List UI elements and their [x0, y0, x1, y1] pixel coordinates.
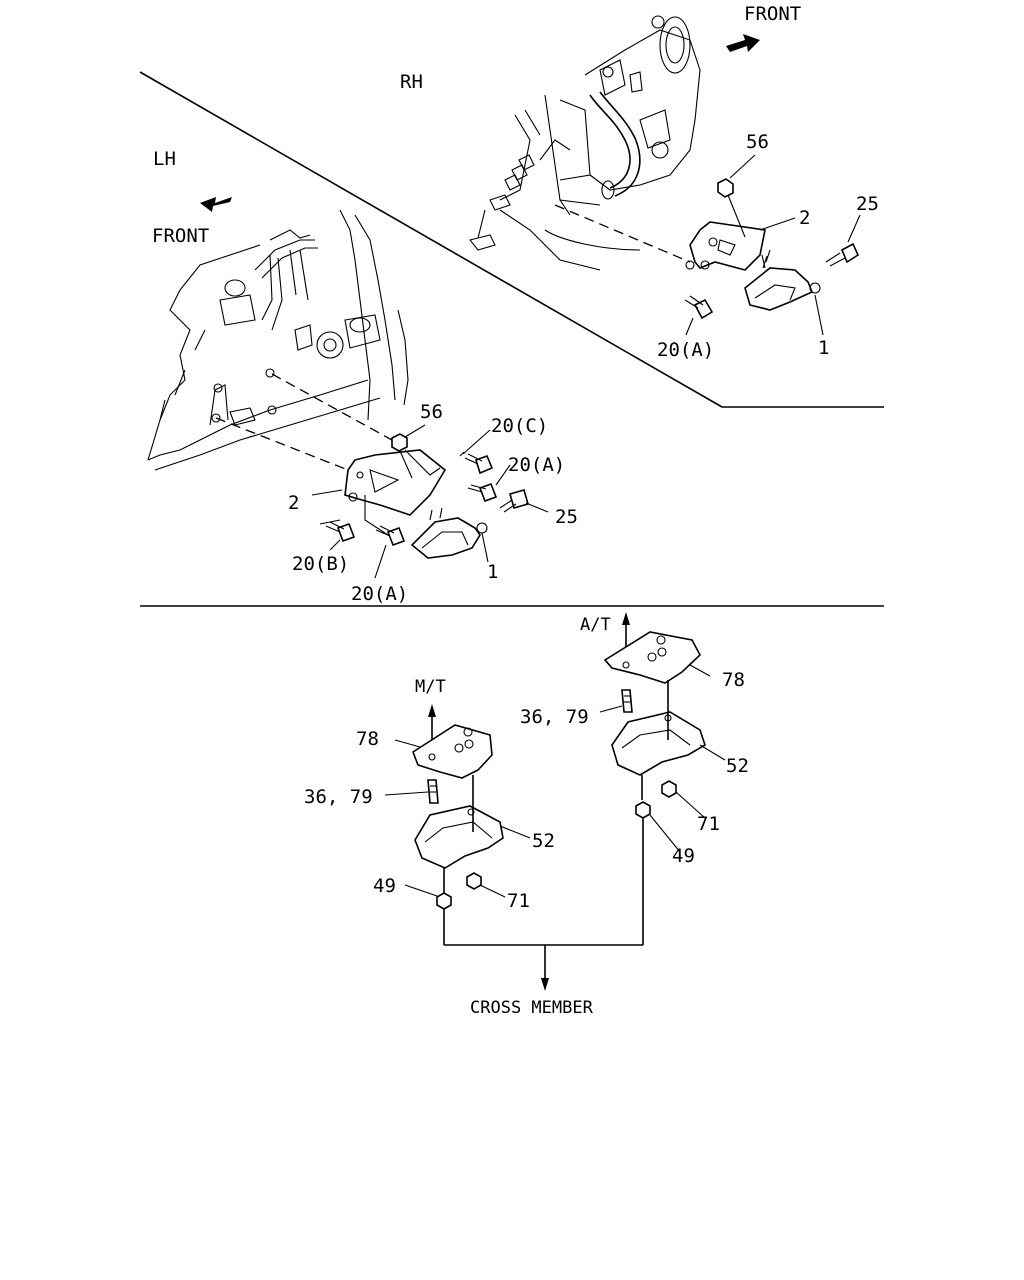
- label-mt: M/T: [415, 677, 446, 697]
- label-rh-25: 25: [856, 193, 879, 215]
- rh-mount-part-1: [744, 249, 821, 311]
- label-lh-20a-upper: 20(A): [508, 454, 565, 476]
- label-lh-20b: 20(B): [292, 553, 349, 575]
- label-lh-20c: 20(C): [491, 415, 548, 437]
- label-lh: LH: [153, 148, 176, 170]
- section-dividers: [139, 71, 884, 607]
- lh-bolt-20b: [325, 521, 356, 543]
- rh-bolt-25: [825, 242, 860, 267]
- label-rh: RH: [400, 71, 423, 93]
- lh-bolt-20a-upper: [467, 482, 498, 503]
- label-at: A/T: [580, 615, 611, 635]
- lh-bolt-25: [499, 489, 529, 513]
- label-front-lh: FRONT: [152, 225, 209, 247]
- lh-bracket-part-2: [344, 449, 447, 516]
- label-rh-56: 56: [746, 131, 769, 153]
- label-at-78: 78: [722, 669, 745, 691]
- label-lh-20a-lower: 20(A): [351, 583, 408, 605]
- label-lh-56: 56: [420, 401, 443, 423]
- label-lh-2: 2: [288, 492, 299, 514]
- label-mt-71: 71: [507, 890, 530, 912]
- label-at-71: 71: [697, 813, 720, 835]
- label-mt-49: 49: [373, 875, 396, 897]
- rh-engine-sketch: [469, 15, 701, 271]
- label-at-49: 49: [672, 845, 695, 867]
- lh-leader-lines: [215, 373, 549, 579]
- rh-leader-lines: [554, 154, 861, 336]
- rh-bolt-20a: [684, 295, 714, 320]
- lh-bolt-20c: [464, 453, 494, 475]
- label-cross-member: CROSS MEMBER: [470, 998, 594, 1018]
- label-mt-52: 52: [532, 830, 555, 852]
- label-at-36-79: 36, 79: [520, 706, 589, 728]
- front-arrow-icon-rh: [726, 34, 760, 52]
- rh-nut-56: [717, 178, 734, 198]
- label-mt-78: 78: [356, 728, 379, 750]
- lh-mount-part-1: [410, 507, 488, 559]
- label-rh-1: 1: [818, 337, 829, 359]
- label-lh-25: 25: [555, 506, 578, 528]
- at-mount-group: [603, 612, 706, 819]
- labels: FRONT RH LH FRONT 56 2 25 20(A) 1 56 20(…: [152, 3, 879, 1018]
- lh-bolt-20a-lower: [375, 525, 406, 547]
- label-mt-36-79: 36, 79: [304, 786, 373, 808]
- lh-engine-sketch: [147, 209, 409, 471]
- label-lh-1: 1: [487, 561, 498, 583]
- front-arrow-icon-lh: [200, 197, 232, 212]
- label-at-52: 52: [726, 755, 749, 777]
- label-rh-2: 2: [799, 207, 810, 229]
- rh-bracket-part-2: [685, 221, 766, 271]
- mt-mount-group: [412, 704, 504, 910]
- lh-nut-56: [391, 433, 408, 452]
- label-front-rh: FRONT: [744, 3, 801, 25]
- lower-leader-lines: [384, 664, 726, 991]
- label-rh-20a: 20(A): [657, 339, 714, 361]
